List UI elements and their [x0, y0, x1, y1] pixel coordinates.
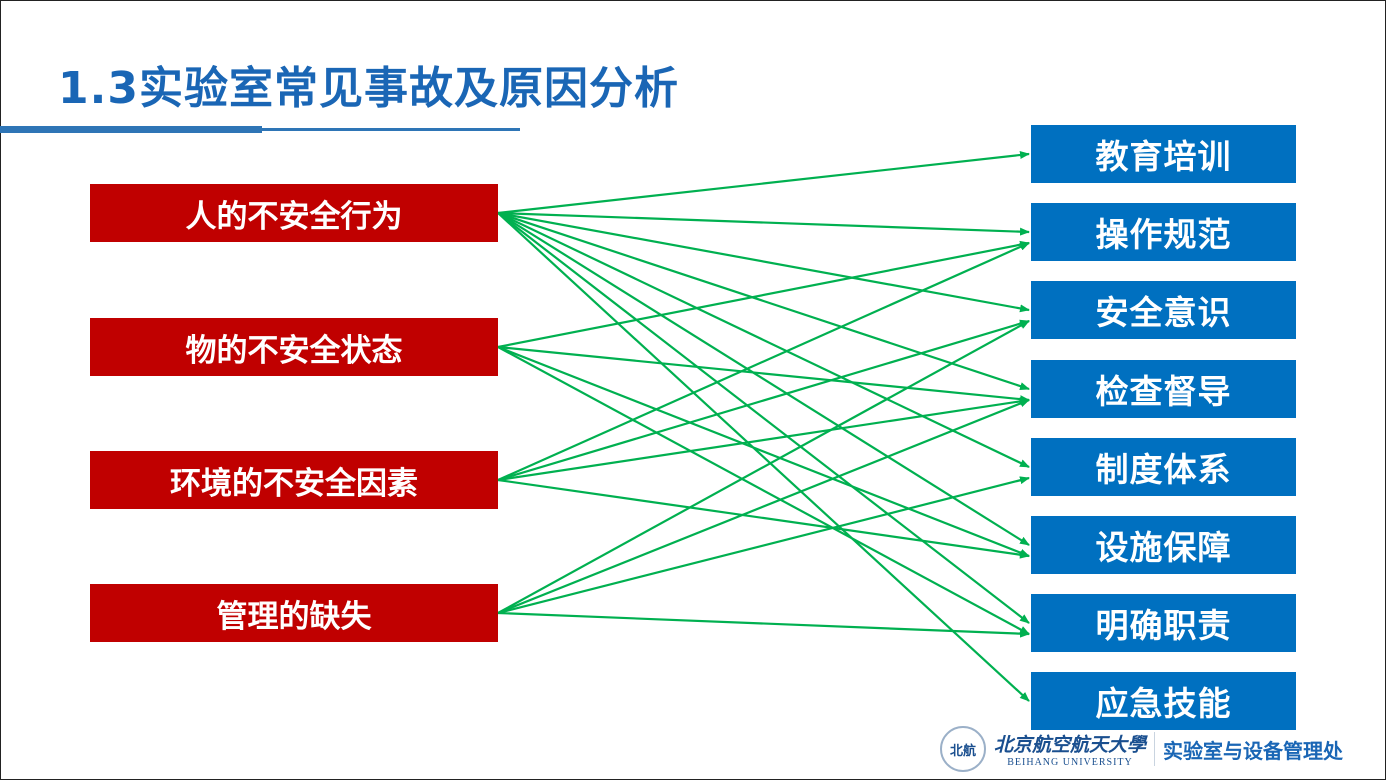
arrow-cause3-to-measure3 — [497, 398, 1030, 615]
arrow-cause0-to-measure1 — [497, 211, 1030, 236]
measure-box-system: 制度体系 — [1031, 438, 1296, 496]
title-underline-thin — [262, 128, 520, 131]
measure-box-responsibilities: 明确职责 — [1031, 594, 1296, 652]
measure-box-inspection: 检查督导 — [1031, 360, 1296, 418]
arrow-cause0-to-measure5 — [497, 212, 1030, 546]
department-name: 实验室与设备管理处 — [1163, 738, 1344, 763]
slide-title: 1.3实验室常见事故及原因分析 — [58, 63, 679, 114]
footer-divider — [1154, 732, 1156, 766]
university-name-en: BEIHANG UNIVERSITY — [1007, 757, 1133, 768]
title-underline-thick — [0, 126, 262, 133]
university-seal-icon: 北航 — [940, 726, 986, 772]
cause-box-environment: 环境的不安全因素 — [90, 451, 498, 509]
measure-box-procedures: 操作规范 — [1031, 203, 1296, 261]
arrow-cause0-to-measure6 — [497, 212, 1030, 624]
arrow-cause3-to-measure2 — [497, 320, 1030, 614]
measure-box-awareness: 安全意识 — [1031, 281, 1296, 339]
arrow-cause0-to-measure0 — [497, 151, 1030, 215]
arrow-cause1-to-measure6 — [497, 346, 1030, 635]
arrow-cause3-to-measure4 — [497, 476, 1030, 615]
cause-box-human: 人的不安全行为 — [90, 184, 498, 242]
arrow-cause2-to-measure3 — [497, 397, 1030, 482]
arrow-cause2-to-measure5 — [497, 478, 1030, 559]
arrow-cause2-to-measure1 — [497, 241, 1030, 482]
footer-logo: 北航 北京航空航天大學 BEIHANG UNIVERSITY 实验室与设备管理处 — [940, 724, 1343, 774]
arrow-cause2-to-measure2 — [497, 319, 1030, 482]
arrow-cause0-to-measure2 — [497, 211, 1030, 313]
cause-box-object: 物的不安全状态 — [90, 318, 498, 376]
measure-box-emergency: 应急技能 — [1031, 672, 1296, 730]
arrow-cause0-to-measure7 — [497, 212, 1030, 702]
cause-box-management: 管理的缺失 — [90, 584, 498, 642]
arrow-cause1-to-measure5 — [497, 345, 1030, 558]
measure-box-training: 教育培训 — [1031, 125, 1296, 183]
university-name-cn: 北京航空航天大學 — [994, 734, 1147, 756]
arrow-cause0-to-measure4 — [497, 212, 1030, 468]
arrow-cause3-to-measure6 — [497, 611, 1030, 638]
arrow-cause1-to-measure1 — [497, 240, 1030, 349]
measure-box-facilities: 设施保障 — [1031, 516, 1296, 574]
university-name: 北京航空航天大學 BEIHANG UNIVERSITY — [994, 730, 1146, 768]
arrow-cause0-to-measure3 — [497, 211, 1030, 391]
arrow-cause1-to-measure3 — [497, 345, 1030, 404]
